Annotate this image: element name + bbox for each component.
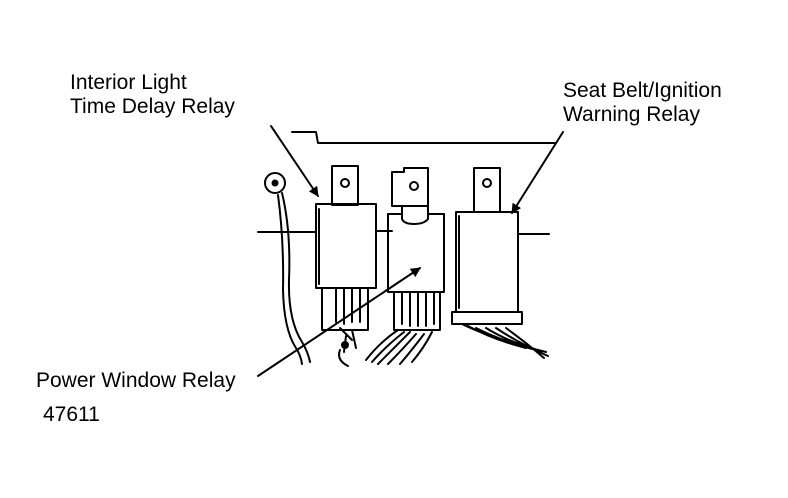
figure-number: 47611 [43,403,100,426]
panel-top-edge [291,131,557,144]
power-window-relay [365,167,445,365]
seat-belt-relay-label-line1: Seat Belt/Ignition [563,79,722,102]
interior-light-relay-label-line1: Interior Light [70,71,187,94]
arrow-seat-belt [511,131,564,214]
arrow-power-window [257,267,421,377]
seat-belt-relay-label: Seat Belt/Ignition Warning Relay [563,79,722,127]
interior-light-relay [315,165,377,367]
interior-light-relay-label: Interior Light Time Delay Relay [70,71,235,119]
power-window-relay-label: Power Window Relay [36,369,236,392]
seat-belt-relay [451,167,549,359]
ground-wire [264,172,311,365]
seat-belt-relay-label-line2: Warning Relay [563,103,700,126]
arrow-interior-light [270,125,319,197]
interior-light-relay-label-line2: Time Delay Relay [70,95,235,118]
